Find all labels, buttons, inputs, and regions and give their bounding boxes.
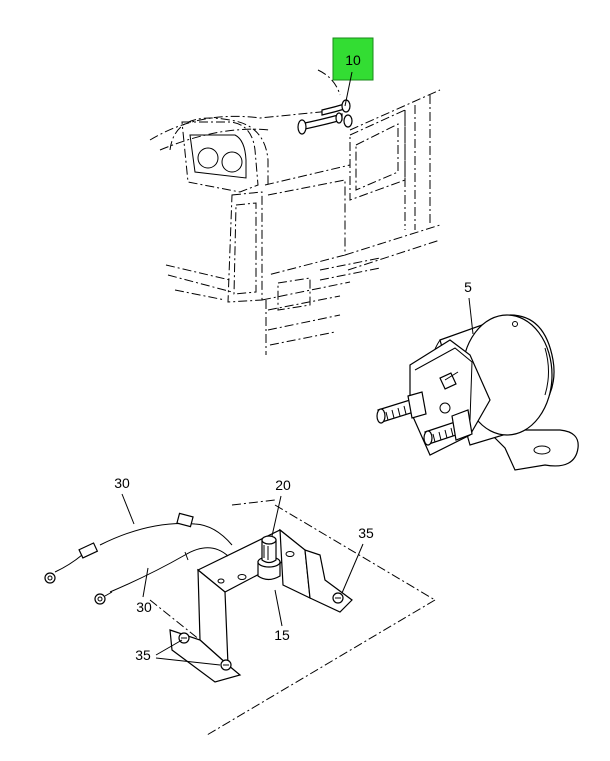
callout-horn[interactable]: 10 <box>332 37 374 107</box>
callout-highlight <box>332 37 374 81</box>
callout-harness-lower-label: 30 <box>136 599 152 615</box>
callout-harness-upper-label: 30 <box>114 475 130 491</box>
solenoid <box>376 314 579 471</box>
callout-solenoid[interactable]: 5 <box>464 279 474 335</box>
callout-screw-left[interactable]: 35 <box>135 639 221 666</box>
switch-bracket <box>169 528 353 683</box>
horn-button-switch <box>257 535 281 581</box>
truck-cab-outline <box>149 69 441 355</box>
callout-harness-lower[interactable]: 30 <box>136 567 152 615</box>
air-horn <box>297 99 353 135</box>
callout-bracket-label: 15 <box>274 627 290 643</box>
callout-harness-upper[interactable]: 30 <box>114 475 135 525</box>
callout-button[interactable]: 20 <box>271 477 291 537</box>
callout-screw-left-label: 35 <box>135 647 151 663</box>
mounting-surface-outline <box>149 499 436 736</box>
callout-button-label: 20 <box>275 477 291 493</box>
callout-solenoid-label: 5 <box>464 279 472 295</box>
wiring-harness-lower <box>94 547 229 605</box>
wiring-harness-upper <box>44 512 233 584</box>
callout-horn-label: 10 <box>345 52 361 68</box>
callout-screw-right-label: 35 <box>358 525 374 541</box>
callout-screw-right[interactable]: 35 <box>341 525 374 594</box>
callout-bracket[interactable]: 15 <box>274 589 290 643</box>
screws <box>178 592 344 671</box>
